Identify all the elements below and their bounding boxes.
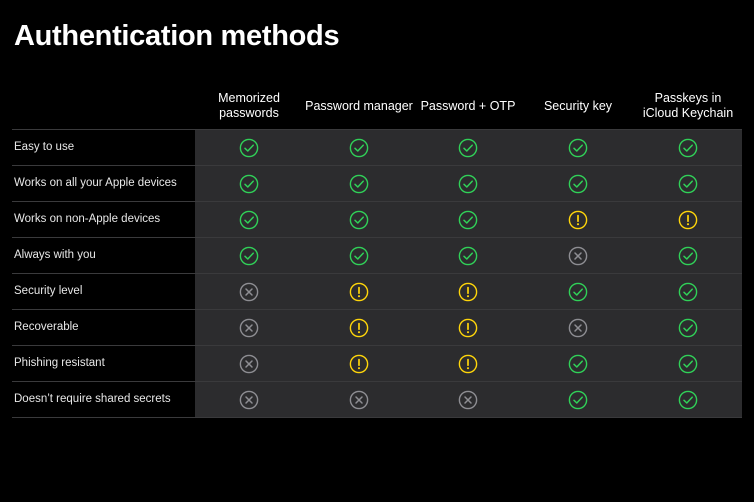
column-header: Password + OTP xyxy=(413,86,523,126)
column-header-label: Passkeys in xyxy=(654,91,722,105)
row-label: Phishing resistant xyxy=(14,357,105,369)
exclamation-circle-icon xyxy=(633,202,743,237)
xmark-circle-icon xyxy=(523,238,633,273)
exclamation-circle-icon xyxy=(523,202,633,237)
checkmark-circle-icon xyxy=(304,166,414,201)
row-cells xyxy=(195,202,742,237)
column-header: Password manager xyxy=(304,86,414,126)
column-header: Security key xyxy=(523,86,633,126)
checkmark-circle-icon xyxy=(633,346,743,381)
column-header-label: Security key xyxy=(543,98,613,113)
table-row: Works on all your Apple devices xyxy=(12,165,742,201)
checkmark-circle-icon xyxy=(304,202,414,237)
column-header-label: Memorized xyxy=(218,91,280,105)
xmark-circle-icon xyxy=(413,382,523,417)
row-cells xyxy=(195,346,742,381)
checkmark-circle-icon xyxy=(194,166,304,201)
table-row: Easy to use xyxy=(12,129,742,165)
xmark-circle-icon xyxy=(194,310,304,345)
checkmark-circle-icon xyxy=(633,166,743,201)
checkmark-circle-icon xyxy=(194,238,304,273)
checkmark-circle-icon xyxy=(523,166,633,201)
checkmark-circle-icon xyxy=(633,130,743,165)
row-cells xyxy=(195,310,742,345)
checkmark-circle-icon xyxy=(633,274,743,309)
exclamation-circle-icon xyxy=(304,274,414,309)
exclamation-circle-icon xyxy=(304,310,414,345)
xmark-circle-icon xyxy=(304,382,414,417)
row-cells xyxy=(195,166,742,201)
row-cells xyxy=(195,274,742,309)
checkmark-circle-icon xyxy=(633,310,743,345)
exclamation-circle-icon xyxy=(413,346,523,381)
table-row: Works on non-Apple devices xyxy=(12,201,742,237)
table-row: Doesn’t require shared secrets xyxy=(12,381,742,418)
checkmark-circle-icon xyxy=(633,238,743,273)
row-label: Easy to use xyxy=(14,141,75,153)
checkmark-circle-icon xyxy=(304,238,414,273)
row-label: Works on non-Apple devices xyxy=(14,213,161,225)
column-header-label: Password manager xyxy=(305,98,413,113)
checkmark-circle-icon xyxy=(523,346,633,381)
page-title: Authentication methods xyxy=(14,20,340,52)
exclamation-circle-icon xyxy=(413,274,523,309)
xmark-circle-icon xyxy=(194,382,304,417)
table-row: Phishing resistant xyxy=(12,345,742,381)
checkmark-circle-icon xyxy=(194,202,304,237)
checkmark-circle-icon xyxy=(304,130,414,165)
exclamation-circle-icon xyxy=(304,346,414,381)
table-row: Security level xyxy=(12,273,742,309)
checkmark-circle-icon xyxy=(523,382,633,417)
exclamation-circle-icon xyxy=(413,310,523,345)
column-header-label: Password + OTP xyxy=(420,98,516,113)
row-cells xyxy=(195,130,742,165)
checkmark-circle-icon xyxy=(633,382,743,417)
row-label: Doesn’t require shared secrets xyxy=(14,393,171,405)
row-cells xyxy=(195,382,742,417)
checkmark-circle-icon xyxy=(194,130,304,165)
checkmark-circle-icon xyxy=(523,274,633,309)
row-label: Works on all your Apple devices xyxy=(14,177,177,189)
column-header-label: iCloud Keychain xyxy=(642,106,734,120)
xmark-circle-icon xyxy=(194,346,304,381)
xmark-circle-icon xyxy=(523,310,633,345)
table-row: Recoverable xyxy=(12,309,742,345)
checkmark-circle-icon xyxy=(523,130,633,165)
row-label: Security level xyxy=(14,285,83,297)
table-row: Always with you xyxy=(12,237,742,273)
checkmark-circle-icon xyxy=(413,238,523,273)
checkmark-circle-icon xyxy=(413,166,523,201)
xmark-circle-icon xyxy=(194,274,304,309)
column-header-label: passwords xyxy=(219,106,279,120)
row-label: Always with you xyxy=(14,249,96,261)
checkmark-circle-icon xyxy=(413,202,523,237)
row-cells xyxy=(195,238,742,273)
row-label: Recoverable xyxy=(14,321,79,333)
checkmark-circle-icon xyxy=(413,130,523,165)
